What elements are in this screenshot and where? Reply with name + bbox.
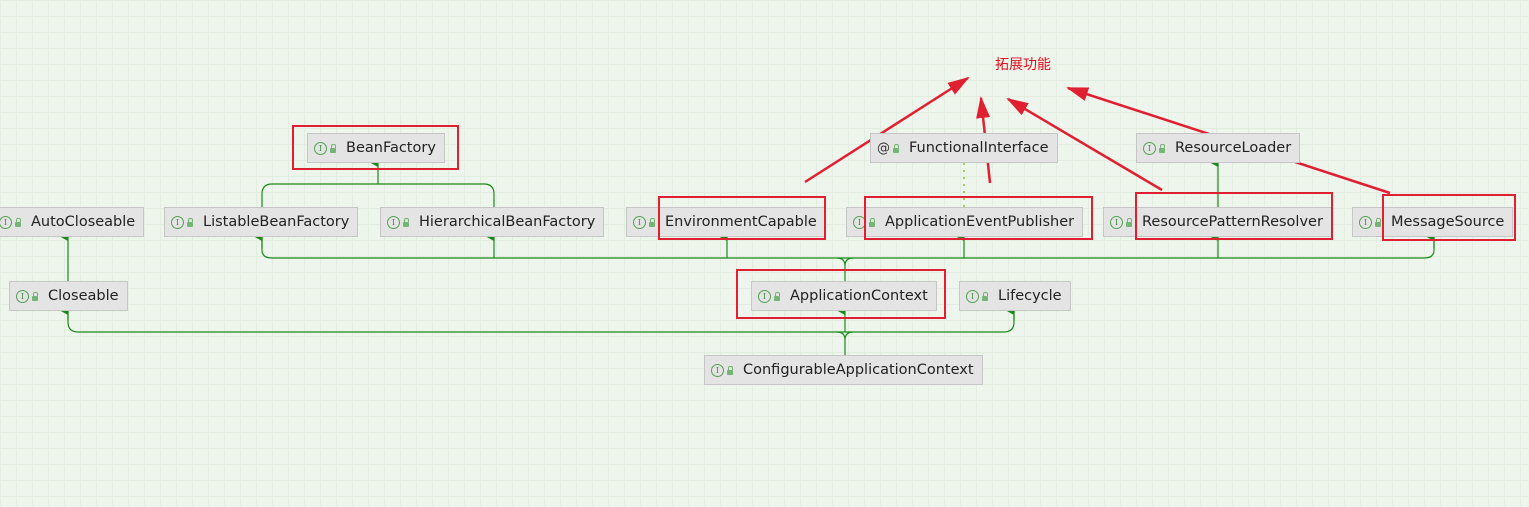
annotation-extension-features: 拓展功能 <box>995 57 1051 73</box>
highlight-application-event-publisher <box>864 196 1093 240</box>
node-application-context[interactable]: I ApplicationContext <box>751 281 937 311</box>
lock-icon <box>1126 217 1132 227</box>
edge-configurable-trunk <box>836 331 854 355</box>
lock-icon <box>727 365 733 375</box>
node-message-source[interactable]: I MessageSource <box>1352 207 1514 237</box>
lock-icon <box>15 217 21 227</box>
interface-icon: I <box>16 289 29 303</box>
highlight-bean-factory <box>292 125 459 170</box>
node-label: ResourcePatternResolver <box>1142 214 1323 230</box>
node-label: HierarchicalBeanFactory <box>419 214 596 230</box>
highlight-application-context <box>736 269 946 319</box>
red-arrow-environment <box>804 76 970 184</box>
node-label: ListableBeanFactory <box>203 214 350 230</box>
edge-listable-to-beanfactory <box>261 183 495 207</box>
interface-icon: I <box>387 215 400 229</box>
interface-icon: I <box>171 215 184 229</box>
lock-icon <box>187 217 193 227</box>
interface-icon: I <box>966 289 979 303</box>
node-configurable-application-context[interactable]: I ConfigurableApplicationContext <box>704 355 983 385</box>
edge-configurable-bus <box>67 310 1015 333</box>
node-label: FunctionalInterface <box>909 140 1049 156</box>
node-label: BeanFactory <box>346 140 436 156</box>
red-arrow-resolver <box>1006 97 1163 192</box>
lock-icon <box>1375 217 1381 227</box>
node-label: AutoCloseable <box>31 214 136 230</box>
node-application-event-publisher[interactable]: I ApplicationEventPublisher <box>846 207 1084 237</box>
highlight-message-source <box>1382 194 1516 241</box>
lock-icon <box>869 217 875 227</box>
node-hierarchical-bean-factory[interactable]: I HierarchicalBeanFactory <box>380 207 605 237</box>
node-label: ConfigurableApplicationContext <box>743 362 974 378</box>
node-label: EnvironmentCapable <box>665 214 817 230</box>
interface-icon: I <box>314 141 327 155</box>
interface-icon: I <box>1143 141 1156 155</box>
node-lifecycle[interactable]: I Lifecycle <box>959 281 1071 311</box>
interface-icon: I <box>711 363 724 377</box>
node-resource-pattern-resolver[interactable]: I ResourcePatternResolver <box>1103 207 1332 237</box>
highlight-environment-capable <box>658 196 826 240</box>
lock-icon <box>32 291 38 301</box>
node-resource-loader[interactable]: I ResourceLoader <box>1136 133 1301 163</box>
node-bean-factory[interactable]: I BeanFactory <box>307 133 445 163</box>
interface-icon: I <box>0 215 12 229</box>
node-label: ApplicationContext <box>790 288 928 304</box>
node-functional-interface[interactable]: @ FunctionalInterface <box>870 133 1058 163</box>
node-closeable[interactable]: I Closeable <box>9 281 128 311</box>
lock-icon <box>330 143 336 153</box>
interface-icon: I <box>633 215 646 229</box>
interface-icon: I <box>758 289 771 303</box>
lock-icon <box>982 291 988 301</box>
edge-ac-trunk <box>836 257 854 281</box>
interface-icon: I <box>1359 215 1372 229</box>
node-label: MessageSource <box>1391 214 1505 230</box>
edge-applicationcontext-bus <box>261 236 1435 259</box>
lock-icon <box>1159 143 1165 153</box>
interface-icon: I <box>1110 215 1123 229</box>
lock-icon <box>774 291 780 301</box>
highlight-resource-pattern-resolver <box>1135 192 1333 240</box>
lock-icon <box>649 217 655 227</box>
annotation-icon: @ <box>877 140 890 156</box>
node-label: ResourceLoader <box>1175 140 1292 156</box>
node-label: ApplicationEventPublisher <box>885 214 1075 230</box>
node-label: Lifecycle <box>998 288 1062 304</box>
node-auto-closeable[interactable]: I AutoCloseable <box>0 207 145 237</box>
node-listable-bean-factory[interactable]: I ListableBeanFactory <box>164 207 359 237</box>
node-label: Closeable <box>48 288 119 304</box>
lock-icon <box>403 217 409 227</box>
lock-icon <box>893 143 899 153</box>
